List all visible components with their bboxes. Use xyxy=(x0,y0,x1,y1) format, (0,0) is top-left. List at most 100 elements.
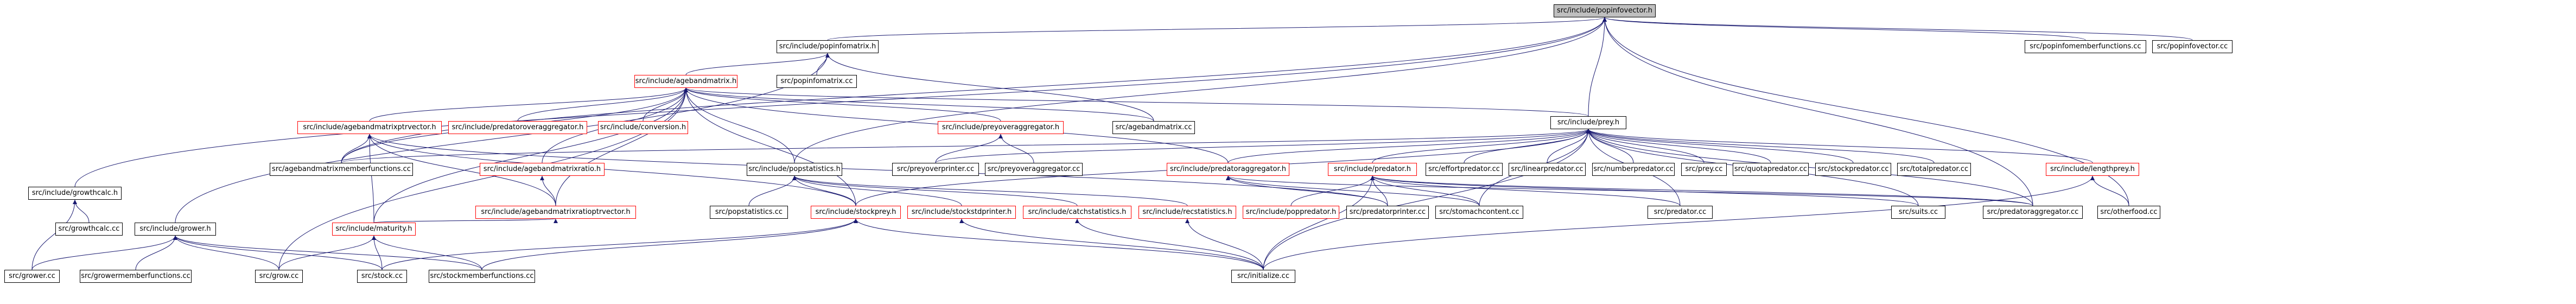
node-popstatistics-h[interactable]: src/include/popstatistics.h xyxy=(747,163,842,176)
edge-grow_cc-to-agebandmatrix_h xyxy=(278,87,688,270)
node-stockstdprinter-h[interactable]: src/include/stockstdprinter.h xyxy=(907,206,1016,219)
node-agebandmatrixratio-h[interactable]: src/include/agebandmatrixratio.h xyxy=(480,163,605,176)
edge-agebandmatrixratioptrvector_h-to-agebandmatrixptrvector_h xyxy=(367,134,556,206)
edge-lengthprey_h-to-prey_h xyxy=(1586,129,2093,163)
node-preyoveraggregator-cc[interactable]: src/preyoveraggregator.cc xyxy=(985,163,1083,176)
node-growthcalc-cc[interactable]: src/growthcalc.cc xyxy=(55,223,123,236)
node-agebandmatrixratioptrvector-h[interactable]: src/include/agebandmatrixratioptrvector.… xyxy=(475,206,636,219)
node-predatoroveraggregator-h[interactable]: src/include/predatoroveraggregator.h xyxy=(448,121,587,134)
edge-predatoraggregator_cc-to-predatoraggregator_h xyxy=(1226,175,2033,206)
edge-predatoraggregator_h-to-prey_h xyxy=(1227,129,1591,163)
edge-agebandmatrixratioptrvector_h-to-agebandmatrix_h xyxy=(555,87,688,206)
edge-popinfomatrix_h-to-root xyxy=(827,17,1607,41)
node-popstatistics-cc[interactable]: src/popstatistics.cc xyxy=(710,206,788,219)
node-predatorprinter-cc[interactable]: src/predatorprinter.cc xyxy=(1346,206,1429,219)
node-preyoveraggregator-h[interactable]: src/include/preyoveraggregator.h xyxy=(938,121,1064,134)
node-popinfomatrix-cc[interactable]: src/popinfomatrix.cc xyxy=(777,75,857,88)
node-stock-cc[interactable]: src/stock.cc xyxy=(357,270,407,283)
edge-predatorprinter_cc-to-agebandmatrixptrvector_h xyxy=(367,134,1388,206)
edge-predatoraggregator_cc-to-predator_h xyxy=(1370,175,2033,206)
node-recstatistics-h[interactable]: src/include/recstatistics.h xyxy=(1138,206,1236,219)
node-agebandmatrix-h[interactable]: src/include/agebandmatrix.h xyxy=(634,75,737,88)
edge-growthcalc_cc-to-growthcalc_h xyxy=(73,199,90,223)
edge-popstatistics_h-to-root xyxy=(794,17,1607,163)
node-lengthprey-h[interactable]: src/include/lengthprey.h xyxy=(2046,163,2139,176)
edge-stockpredator_cc-to-prey_h xyxy=(1586,129,1854,163)
edge-initialize_cc-to-catchstatistics_h xyxy=(1075,218,1264,270)
node-popinfomemberfunctions-cc[interactable]: src/popinfomemberfunctions.cc xyxy=(2025,40,2146,53)
node-popinfovector-cc[interactable]: src/popinfovector.cc xyxy=(2152,40,2232,53)
node-predator-h[interactable]: src/include/predator.h xyxy=(1328,163,1417,176)
edge-stockprey_h-to-agebandmatrixptrvector_h xyxy=(367,134,856,206)
node-initialize-cc[interactable]: src/initialize.cc xyxy=(1231,270,1295,283)
node-totalpredator-cc[interactable]: src/totalpredator.cc xyxy=(1897,163,1971,176)
edge-totalpredator_cc-to-prey_h xyxy=(1586,129,1935,163)
edge-initialize_cc-to-predator_h xyxy=(1263,175,1375,270)
edge-agebandmatrixptrvector_h-to-agebandmatrix_h xyxy=(369,87,688,122)
edge-stockprey_h-to-popstatistics_h xyxy=(792,175,856,206)
edge-agebandmatrix_cc-to-popinfomatrix_h xyxy=(825,53,1154,122)
edge-popinfovector_cc-to-root xyxy=(1602,17,2193,41)
edge-catchstatistics_h-to-popstatistics_h xyxy=(792,175,1078,206)
edge-grow_cc-to-grower_h xyxy=(173,235,279,270)
edge-stock_cc-to-stockprey_h xyxy=(381,218,858,270)
node-suits-cc[interactable]: src/suits.cc xyxy=(1891,206,1945,219)
edge-initialize_cc-to-prey_h xyxy=(1263,129,1591,270)
edge-initialize_cc-to-lengthprey_h xyxy=(1263,175,2095,270)
edge-maturity_h-to-agebandmatrixptrvector_h xyxy=(367,134,374,223)
node-predatoraggregator-cc[interactable]: src/predatoraggregator.cc xyxy=(1983,206,2083,219)
edge-preyoverprinter_cc-to-prey_h xyxy=(935,129,1591,163)
edge-recstatistics_h-to-popstatistics_h xyxy=(792,175,1188,206)
node-stockprey-h[interactable]: src/include/stockprey.h xyxy=(811,206,901,219)
edge-growermemberfunctions_cc-to-grower_h xyxy=(135,235,177,270)
node-popinfomatrix-h[interactable]: src/include/popinfomatrix.h xyxy=(777,40,879,53)
node-agebandmatrixptrvector-h[interactable]: src/include/agebandmatrixptrvector.h xyxy=(297,121,442,134)
node-growermemberfunctions-cc[interactable]: src/growermemberfunctions.cc xyxy=(80,270,192,283)
edge-preyoveraggregator_cc-to-preyoveraggregator_h xyxy=(998,134,1034,163)
node-effortpredator-cc[interactable]: src/effortpredator.cc xyxy=(1426,163,1503,176)
edge-linearpredator_cc-to-prey_h xyxy=(1547,129,1591,163)
edge-conversion_h-to-agebandmatrix_h xyxy=(643,87,688,122)
edge-popstatistics_cc-to-popstatistics_h xyxy=(748,175,797,206)
node-growthcalc-h[interactable]: src/include/growthcalc.h xyxy=(28,187,122,200)
edge-prey_h-to-root xyxy=(1588,17,1607,117)
node-popinfovector-h[interactable]: src/include/popinfovector.h xyxy=(1554,4,1656,17)
node-poppredator-h[interactable]: src/include/poppredator.h xyxy=(1243,206,1339,219)
edge-stockmemberfunctions_cc-to-stockprey_h xyxy=(481,218,858,270)
node-quotapredator-cc[interactable]: src/quotapredator.cc xyxy=(1733,163,1809,176)
edge-grower_cc-to-growthcalc_h xyxy=(31,199,77,270)
node-prey-h[interactable]: src/include/prey.h xyxy=(1550,116,1626,129)
edge-otherfood_cc-to-lengthprey_h xyxy=(2090,175,2129,206)
edge-agebandmatrixmemberfunctions_cc-to-prey_h xyxy=(341,129,1591,163)
edge-predatoraggregator_cc-to-root xyxy=(1602,17,2033,206)
node-linearpredator-cc[interactable]: src/linearpredator.cc xyxy=(1509,163,1586,176)
node-predatoraggregator-h[interactable]: src/include/predatoraggregator.h xyxy=(1167,163,1289,176)
node-predator-cc[interactable]: src/predator.cc xyxy=(1648,206,1713,219)
node-preyoverprinter-cc[interactable]: src/preyoverprinter.cc xyxy=(892,163,979,176)
node-agebandmatrixmemberfunctions-cc[interactable]: src/agebandmatrixmemberfunctions.cc xyxy=(270,163,413,176)
node-stockmemberfunctions-cc[interactable]: src/stockmemberfunctions.cc xyxy=(429,270,535,283)
node-grow-cc[interactable]: src/grow.cc xyxy=(255,270,303,283)
edge-numberpredator_cc-to-prey_h xyxy=(1586,129,1634,163)
node-prey-cc[interactable]: src/prey.cc xyxy=(1681,163,1727,176)
node-stomachcontent-cc[interactable]: src/stomachcontent.cc xyxy=(1435,206,1523,219)
edge-initialize_cc-to-recstatistics_h xyxy=(1185,218,1264,270)
edge-predatoroveraggregator_h-to-agebandmatrix_h xyxy=(517,87,688,122)
edge-preyoveraggregator_h-to-agebandmatrix_h xyxy=(684,87,1001,122)
edge-predator_cc-to-predator_h xyxy=(1370,175,1681,206)
node-grower-h[interactable]: src/include/grower.h xyxy=(135,223,216,236)
node-catchstatistics-h[interactable]: src/include/catchstatistics.h xyxy=(1023,206,1131,219)
edge-agebandmatrixratioptrvector_h-to-agebandmatrixratio_h xyxy=(540,175,556,206)
node-grower-cc[interactable]: src/grower.cc xyxy=(4,270,60,283)
edge-growthcalc_h-to-root xyxy=(74,17,1607,187)
node-stockpredator-cc[interactable]: src/stockpredator.cc xyxy=(1815,163,1891,176)
node-numberpredator-cc[interactable]: src/numberpredator.cc xyxy=(1592,163,1675,176)
node-maturity-h[interactable]: src/include/maturity.h xyxy=(332,223,416,236)
edge-suits_cc-to-predator_h xyxy=(1370,175,1919,206)
node-agebandmatrix-cc[interactable]: src/agebandmatrix.cc xyxy=(1112,121,1195,134)
node-conversion-h[interactable]: src/include/conversion.h xyxy=(598,121,688,134)
edge-prey_h-to-agebandmatrix_h xyxy=(684,87,1589,117)
edge-popinfomemberfunctions_cc-to-root xyxy=(1602,17,2086,41)
node-otherfood-cc[interactable]: src/otherfood.cc xyxy=(2097,206,2160,219)
